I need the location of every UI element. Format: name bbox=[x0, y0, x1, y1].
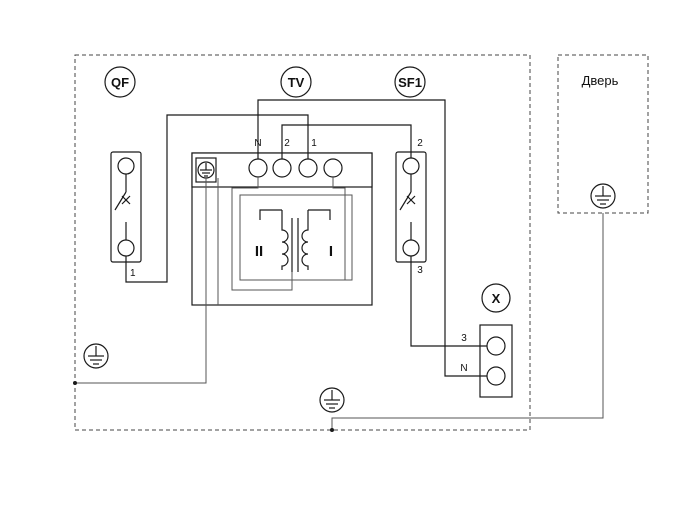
ground-icon bbox=[319, 387, 345, 413]
wire-sf1-to-x3 bbox=[410, 256, 487, 347]
ground-icon bbox=[83, 343, 109, 369]
sf1-terminal-top bbox=[402, 157, 420, 175]
qf-tag: QF bbox=[104, 66, 136, 98]
sf1-bottom-terminal-label: 3 bbox=[417, 265, 423, 276]
qf-label: QF bbox=[111, 75, 129, 90]
x-terminal-3 bbox=[486, 336, 506, 356]
qf-terminal-bottom bbox=[117, 239, 135, 257]
tv-terminal-n bbox=[248, 158, 268, 178]
winding-secondary-label: II bbox=[255, 243, 263, 260]
wire-primary-return bbox=[332, 177, 346, 280]
sf1-tag: SF1 bbox=[394, 66, 426, 98]
tv-terminal-1 bbox=[298, 158, 318, 178]
wire-secondary-return bbox=[231, 177, 293, 291]
terminal-block-x bbox=[479, 324, 513, 398]
x-label: X bbox=[492, 291, 501, 306]
junction-dot bbox=[330, 428, 334, 432]
junction-dot bbox=[73, 381, 77, 385]
x-tag: X bbox=[481, 283, 511, 313]
tv-tag: TV bbox=[280, 66, 312, 98]
coil-icon bbox=[297, 209, 331, 272]
switch-icon bbox=[114, 174, 131, 240]
switch-icon bbox=[399, 174, 416, 240]
tv-terminal-4 bbox=[323, 158, 343, 178]
transformer-tv: II I bbox=[191, 152, 373, 306]
wire-tv-n-to-x-n bbox=[257, 99, 487, 377]
door-label: Дверь bbox=[582, 73, 619, 88]
wire-door-ground bbox=[331, 213, 604, 430]
qf-breaker bbox=[110, 151, 142, 263]
tv-1-terminal-label: 1 bbox=[311, 138, 317, 149]
x-terminal-n bbox=[486, 366, 506, 386]
x-n-terminal-label: N bbox=[460, 363, 467, 374]
coil-icon bbox=[259, 209, 293, 272]
sf1-label: SF1 bbox=[398, 75, 422, 90]
x-3-terminal-label: 3 bbox=[461, 333, 467, 344]
door-border bbox=[557, 54, 649, 214]
qf-terminal-top bbox=[117, 157, 135, 175]
qf-bottom-terminal-label: 1 bbox=[130, 268, 136, 279]
sf1-top-terminal-label: 2 bbox=[417, 138, 423, 149]
wire-qf-to-tv1 bbox=[125, 114, 309, 283]
tv-2-terminal-label: 2 bbox=[284, 138, 290, 149]
tv-label: TV bbox=[288, 75, 305, 90]
sf1-terminal-bottom bbox=[402, 239, 420, 257]
tv-n-terminal-label: N bbox=[254, 138, 261, 149]
winding-primary-label: I bbox=[329, 243, 333, 260]
sf1-breaker bbox=[395, 151, 427, 263]
ground-icon bbox=[590, 183, 616, 209]
cabinet-border bbox=[74, 54, 531, 431]
wire-tv2-to-sf1 bbox=[281, 124, 412, 159]
tv-terminal-2 bbox=[272, 158, 292, 178]
ground-icon bbox=[197, 161, 215, 179]
wire-tv-ground bbox=[75, 178, 207, 384]
